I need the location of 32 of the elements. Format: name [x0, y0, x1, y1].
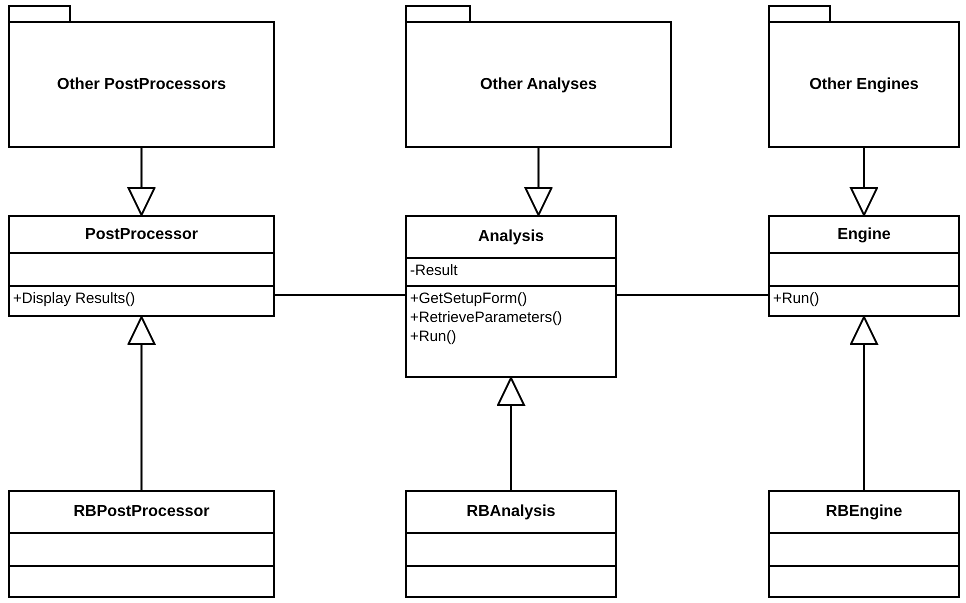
operation-text: +RetrieveParameters() [410, 308, 562, 327]
generalization-arrow [524, 148, 552, 216]
operation-text: +Run() [410, 327, 456, 346]
attribute-text: -Result [410, 261, 458, 280]
generalization-arrow [850, 148, 878, 216]
class-name: RBAnalysis [466, 503, 556, 521]
operation-text: +Display Results() [13, 289, 136, 308]
class-box [768, 215, 960, 317]
package-box [405, 5, 672, 148]
class-name: RBPostProcessor [73, 503, 210, 521]
generalization-arrow [128, 316, 156, 490]
package-box [768, 5, 960, 148]
association-line [617, 294, 768, 296]
package-name: Other Analyses [480, 76, 597, 94]
class-box [405, 215, 617, 378]
package-name: Other Engines [809, 76, 919, 94]
class-name: PostProcessor [85, 226, 198, 244]
class-box [405, 490, 617, 598]
generalization-arrow [128, 148, 156, 216]
class-name: Engine [837, 226, 891, 244]
class-name: RBEngine [826, 503, 902, 521]
generalization-arrow [497, 377, 525, 490]
operation-text: +GetSetupForm() [410, 289, 528, 308]
association-line [275, 294, 405, 296]
class-box [768, 490, 960, 598]
package-name: Other PostProcessors [57, 76, 226, 94]
class-name: Analysis [478, 228, 544, 246]
operation-text: +Run() [773, 289, 820, 308]
class-box [8, 215, 275, 317]
class-box [8, 490, 275, 598]
generalization-arrow [850, 316, 878, 490]
package-box [8, 5, 275, 148]
